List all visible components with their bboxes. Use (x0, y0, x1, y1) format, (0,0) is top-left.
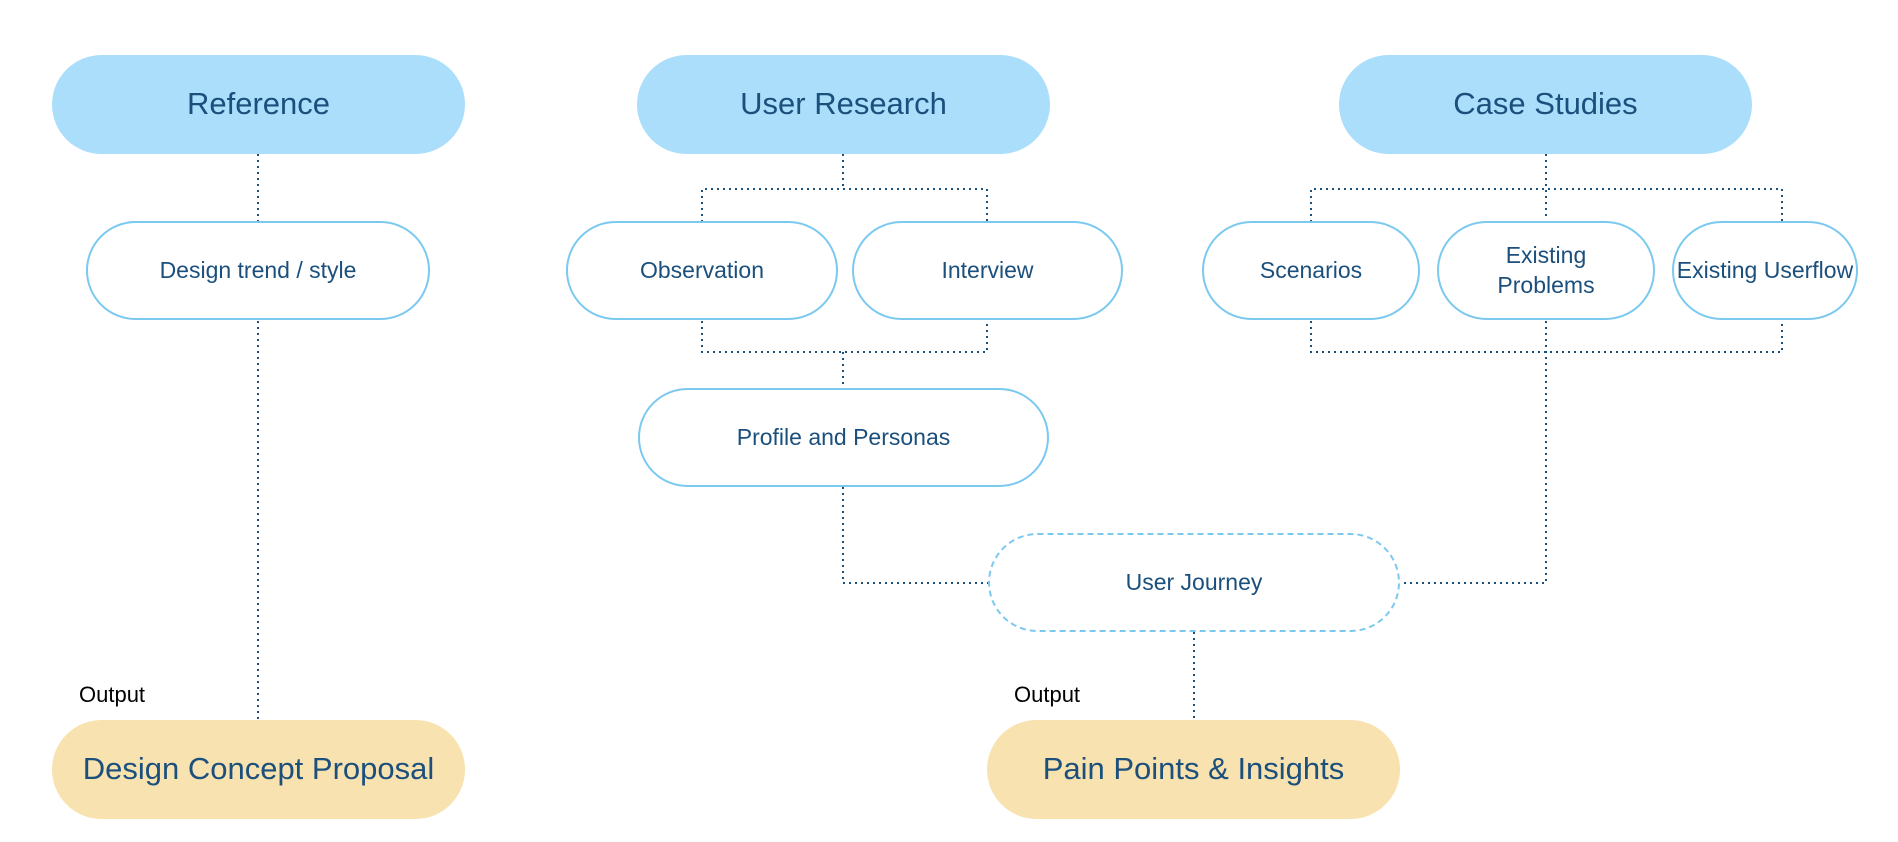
user-research-header-label: User Research (740, 86, 947, 122)
reference-header: Reference (52, 55, 465, 154)
design-concept-output: Design Concept Proposal (52, 720, 465, 819)
observation-node: Observation (566, 221, 838, 320)
output-label-left: Output (79, 682, 146, 707)
connector-profile-to-journey (842, 487, 988, 584)
existing-problems-label: Existing Problems (1497, 241, 1595, 298)
case-studies-header-label: Case Studies (1453, 86, 1638, 122)
reference-header-label: Reference (186, 86, 331, 122)
connector-research-merge (701, 321, 988, 388)
design-concept-label: Design Concept Proposal (82, 751, 435, 787)
existing-problems-node: Existing Problems (1437, 221, 1655, 320)
design-trend-label: Design trend / style (159, 256, 357, 283)
profile-personas-node: Profile and Personas (638, 388, 1049, 487)
scenarios-node: Scenarios (1202, 221, 1420, 320)
connector-case-merge (1310, 321, 1783, 584)
existing-userflow-node: Existing Userflow (1672, 221, 1858, 320)
profile-personas-label: Profile and Personas (736, 423, 951, 450)
interview-label: Interview (941, 256, 1034, 283)
observation-label: Observation (639, 256, 764, 283)
connector-case-studies-split (1310, 154, 1783, 222)
interview-node: Interview (852, 221, 1123, 320)
connector-user-research-split (701, 154, 988, 222)
pain-points-output: Pain Points & Insights (987, 720, 1400, 819)
output-label-right: Output (1014, 682, 1081, 707)
case-studies-header: Case Studies (1339, 55, 1752, 154)
pain-points-label: Pain Points & Insights (1042, 751, 1345, 787)
design-trend-node: Design trend / style (86, 221, 430, 320)
user-journey-node: User Journey (988, 533, 1400, 632)
user-journey-label: User Journey (1125, 568, 1263, 595)
existing-userflow-label: Existing Userflow (1676, 256, 1854, 283)
scenarios-label: Scenarios (1259, 256, 1363, 283)
user-research-header: User Research (637, 55, 1050, 154)
